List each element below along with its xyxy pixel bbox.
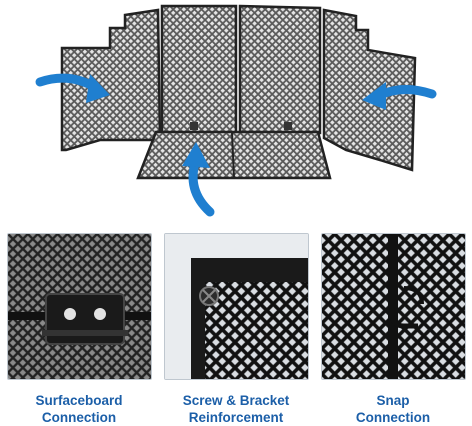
caption-screw-bracket: Screw & Bracket Reinforcement — [161, 392, 311, 426]
caption-surfaceboard-line1: Surfaceboard — [35, 393, 123, 408]
left-side-panel — [60, 8, 162, 152]
caption-screw-bracket-line1: Screw & Bracket — [182, 393, 290, 408]
caption-screw-bracket-line2: Reinforcement — [188, 410, 284, 425]
detail-panel-snap — [321, 233, 466, 380]
detail-panel-screw-bracket — [164, 233, 309, 380]
detail-panel-surfaceboard — [7, 233, 152, 380]
caption-surfaceboard: Surfaceboard Connection — [4, 392, 154, 426]
hinge-plate-icon — [8, 234, 151, 379]
screw-icon — [165, 234, 308, 379]
center-left-panel — [160, 4, 238, 142]
caption-snap: Snap Connection — [318, 392, 468, 426]
snap-hook-icon — [322, 234, 465, 379]
left-arrow-icon — [35, 73, 110, 103]
surface-board — [136, 122, 332, 180]
right-side-panel — [322, 8, 417, 172]
caption-snap-line1: Snap — [376, 393, 410, 408]
caption-snap-line2: Connection — [355, 410, 431, 425]
caption-surfaceboard-line2: Connection — [41, 410, 117, 425]
center-right-panel — [238, 4, 322, 135]
up-arrow-icon — [182, 142, 215, 217]
product-hero-image — [35, 4, 437, 217]
right-arrow-icon — [362, 82, 437, 110]
